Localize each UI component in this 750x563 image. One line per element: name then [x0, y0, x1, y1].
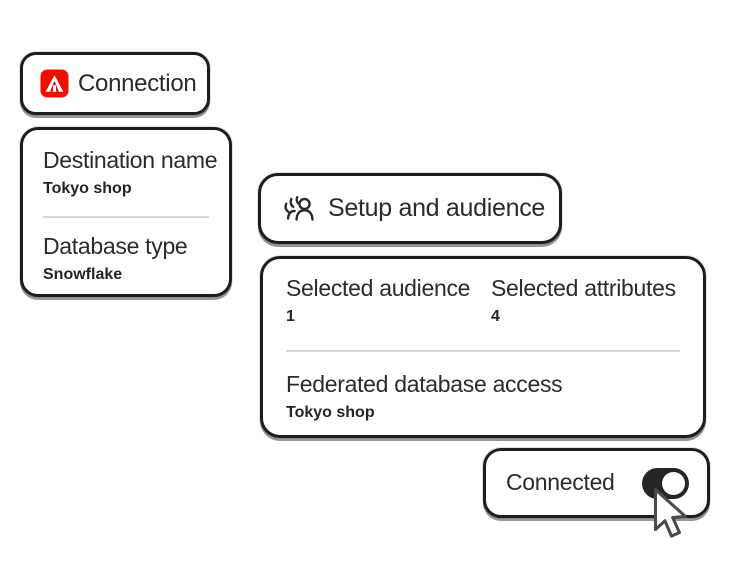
selected-audience-label: Selected audience [286, 275, 471, 301]
selected-audience-value: 1 [286, 307, 295, 325]
connection-label: Connection [78, 69, 197, 97]
federated-access-label: Federated database access [286, 370, 563, 397]
connected-label: Connected [506, 469, 615, 496]
federated-access-value: Tokyo shop [286, 403, 375, 421]
selected-attributes-value: 4 [491, 307, 500, 325]
setup-audience-chip[interactable]: Setup and audience [258, 173, 562, 244]
adobe-logo-icon [40, 69, 69, 98]
divider [286, 349, 680, 352]
divider [43, 215, 209, 218]
connection-chip[interactable]: Connection [20, 52, 210, 115]
stats-row: Selected audience 1 Selected attributes … [286, 275, 680, 326]
connected-status-card: Connected [483, 448, 710, 518]
connected-toggle[interactable] [642, 467, 689, 499]
selected-attributes-label: Selected attributes [491, 275, 676, 301]
audience-icon [280, 190, 317, 227]
destination-name-value: Tokyo shop [43, 179, 132, 197]
summary-card: Selected audience 1 Selected attributes … [260, 256, 706, 438]
stat-selected-attributes: Selected attributes 4 [491, 275, 676, 326]
toggle-knob-icon [662, 471, 685, 495]
destination-name-label: Destination name [43, 147, 218, 173]
setup-audience-label: Setup and audience [328, 194, 546, 222]
destination-details-card: Destination name Tokyo shop Database typ… [20, 127, 232, 297]
database-type-label: Database type [43, 232, 188, 259]
stat-selected-audience: Selected audience 1 [286, 275, 491, 326]
database-type-value: Snowflake [43, 265, 123, 283]
